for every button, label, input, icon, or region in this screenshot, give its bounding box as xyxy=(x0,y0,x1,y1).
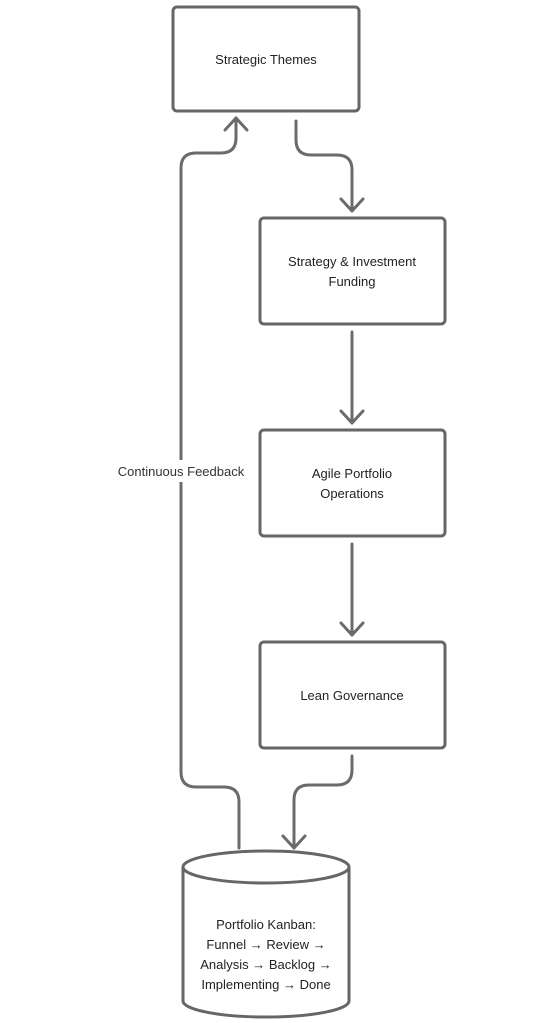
node-label-line: Strategic Themes xyxy=(215,52,317,67)
node-label: Lean Governance xyxy=(300,688,403,703)
node-label-line: Operations xyxy=(320,486,384,501)
node-label-line: Funnel → Review → xyxy=(206,937,325,952)
edge-themes-to-funding xyxy=(294,119,354,212)
edge-kanban-to-themes xyxy=(179,116,241,850)
node-label: Portfolio Kanban: Funnel → Review → Analys… xyxy=(200,917,332,992)
node-label-line: Implementing → Done xyxy=(201,977,330,992)
node-label-line: Agile Portfolio xyxy=(312,466,392,481)
node-box xyxy=(258,216,447,326)
arrowhead-funding xyxy=(339,197,365,213)
edge-label-continuous-feedback: Continuous Feedback xyxy=(118,464,245,479)
node-label: Strategic Themes xyxy=(215,52,317,67)
node-lean-governance[interactable]: Lean Governance xyxy=(258,640,447,750)
node-box xyxy=(171,5,361,113)
arrowhead-operations xyxy=(339,409,365,425)
node-strategic-themes[interactable]: Strategic Themes xyxy=(171,5,361,113)
node-label-line: Portfolio Kanban: xyxy=(216,917,316,932)
node-box xyxy=(258,640,447,750)
arrowhead-kanban xyxy=(281,834,307,850)
cylinder-body xyxy=(181,867,351,1019)
node-portfolio-kanban[interactable]: Portfolio Kanban: Funnel → Review → Analys… xyxy=(181,849,351,1019)
node-label-line: Funding xyxy=(329,274,376,289)
edge-governance-to-kanban xyxy=(292,754,354,850)
arrowhead-governance xyxy=(339,621,365,637)
node-label-line: Strategy & Investment xyxy=(288,254,416,269)
node-label-line: Lean Governance xyxy=(300,688,403,703)
edge-label-feedback: Continuous Feedback xyxy=(112,460,252,482)
node-box xyxy=(258,428,447,538)
node-label-line: Analysis → Backlog → xyxy=(200,957,332,972)
arrowhead-themes xyxy=(223,116,249,132)
edge-label-background xyxy=(112,460,252,482)
cylinder-top xyxy=(181,849,351,885)
